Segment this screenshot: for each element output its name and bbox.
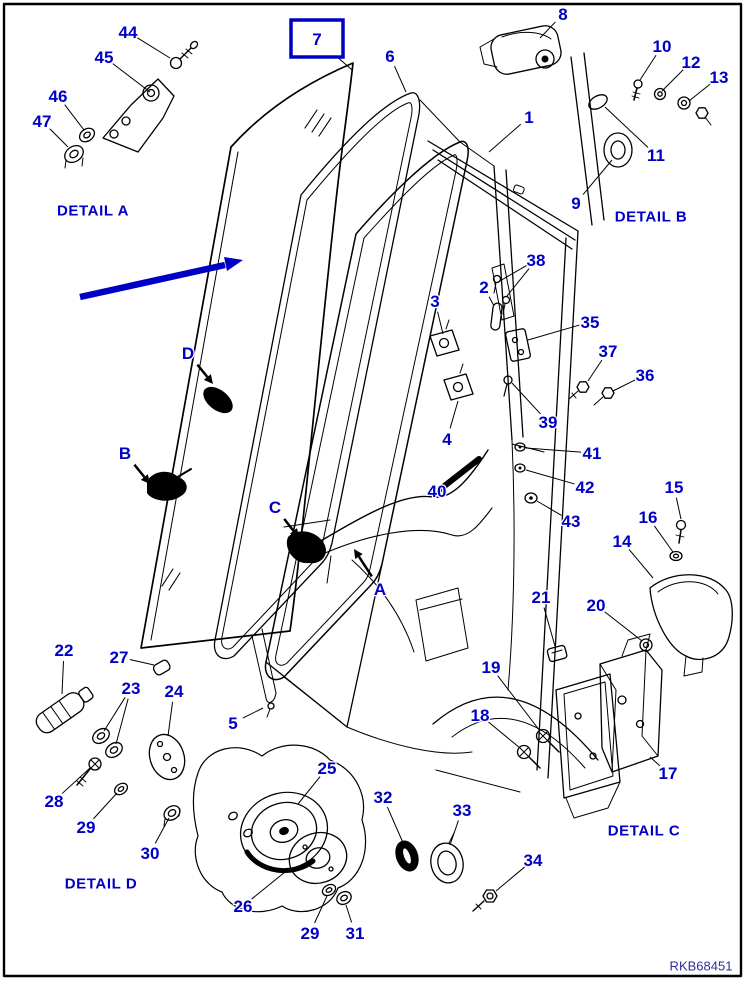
callout-24: 24 (165, 682, 184, 701)
glass-hatch-mark (161, 568, 181, 591)
callout-40: 40 (428, 482, 447, 501)
callout-21: 21 (532, 588, 551, 607)
callout-14: 14 (613, 532, 632, 551)
letter-C: C (269, 498, 281, 517)
callout-47: 47 (33, 112, 52, 131)
callout-27: 27 (110, 648, 129, 667)
gas-spring-body (435, 456, 482, 494)
callout-33: 33 (453, 801, 472, 820)
detail-a-parts (64, 40, 199, 169)
callout-46: 46 (49, 87, 68, 106)
callout-5: 5 (228, 714, 237, 733)
detail-a-label: DETAIL A (56, 202, 130, 220)
pointer-arrow (79, 257, 243, 301)
letter-arrow (203, 374, 213, 384)
callout-23: 23 (122, 679, 141, 698)
letter-arrow (140, 474, 150, 484)
handle-part (147, 471, 187, 501)
detail-b-label: DETAIL B (614, 208, 688, 226)
callout-9: 9 (571, 194, 580, 213)
callout-39: 39 (539, 413, 558, 432)
glass-hatch-mark (304, 109, 332, 137)
border-frame (2, 2, 743, 978)
callout-29: 29 (301, 924, 320, 943)
callout-44: 44 (119, 23, 138, 42)
callout-41: 41 (583, 444, 602, 463)
callout-26: 26 (234, 897, 253, 916)
callout-7: 7 (312, 30, 321, 49)
callout-6: 6 (385, 47, 394, 66)
callout-2: 2 (479, 278, 488, 297)
door-glass (140, 62, 354, 649)
detail-c-parts (516, 519, 733, 819)
letter-arrow (289, 528, 299, 538)
highlight-box (289, 18, 345, 59)
callout-35: 35 (581, 313, 600, 332)
callout-45: 45 (95, 48, 114, 67)
callout-32: 32 (374, 788, 393, 807)
callout-36: 36 (636, 366, 655, 385)
callout-15: 15 (665, 478, 684, 497)
callout-17: 17 (659, 764, 678, 783)
callout-12: 12 (682, 53, 701, 72)
leader-lines (49, 21, 711, 924)
callout-13: 13 (710, 68, 729, 87)
callout-1: 1 (524, 108, 533, 127)
callout-16: 16 (639, 508, 658, 527)
callout-20: 20 (587, 596, 606, 615)
detail-d-label: DETAIL D (64, 875, 138, 893)
callout-34: 34 (524, 851, 543, 870)
callout-8: 8 (558, 5, 567, 24)
callout-42: 42 (576, 478, 595, 497)
detail-d-parts (35, 659, 367, 913)
callout-19: 19 (482, 658, 501, 677)
callout-28: 28 (45, 792, 64, 811)
striker-part (203, 386, 233, 414)
door-frame (264, 99, 495, 728)
detail-c-label: DETAIL C (607, 822, 681, 840)
callout-29: 29 (77, 818, 96, 837)
plug-part (267, 702, 275, 710)
callout-4: 4 (442, 430, 452, 449)
callout-30: 30 (141, 844, 160, 863)
drawing-number: RKB68451 (669, 958, 733, 974)
window-seal (213, 92, 421, 718)
detail-b-parts (479, 25, 712, 168)
callout-25: 25 (318, 759, 337, 778)
letter-B: B (119, 444, 131, 463)
callout-18: 18 (471, 706, 490, 725)
letter-D: D (182, 344, 194, 363)
latch-part (286, 531, 327, 564)
callout-10: 10 (653, 37, 672, 56)
hinge-and-latch-hardware (147, 263, 615, 584)
callout-3: 3 (430, 292, 439, 311)
bottom-center-parts (395, 832, 498, 912)
callout-37: 37 (599, 342, 618, 361)
letter-A: A (374, 580, 386, 599)
callout-22: 22 (55, 641, 74, 660)
callout-38: 38 (527, 251, 546, 270)
callout-11: 11 (647, 146, 665, 165)
cab-frame (346, 52, 605, 793)
callout-43: 43 (562, 512, 581, 531)
callout-31: 31 (346, 924, 365, 943)
letter-arrow (354, 549, 363, 559)
